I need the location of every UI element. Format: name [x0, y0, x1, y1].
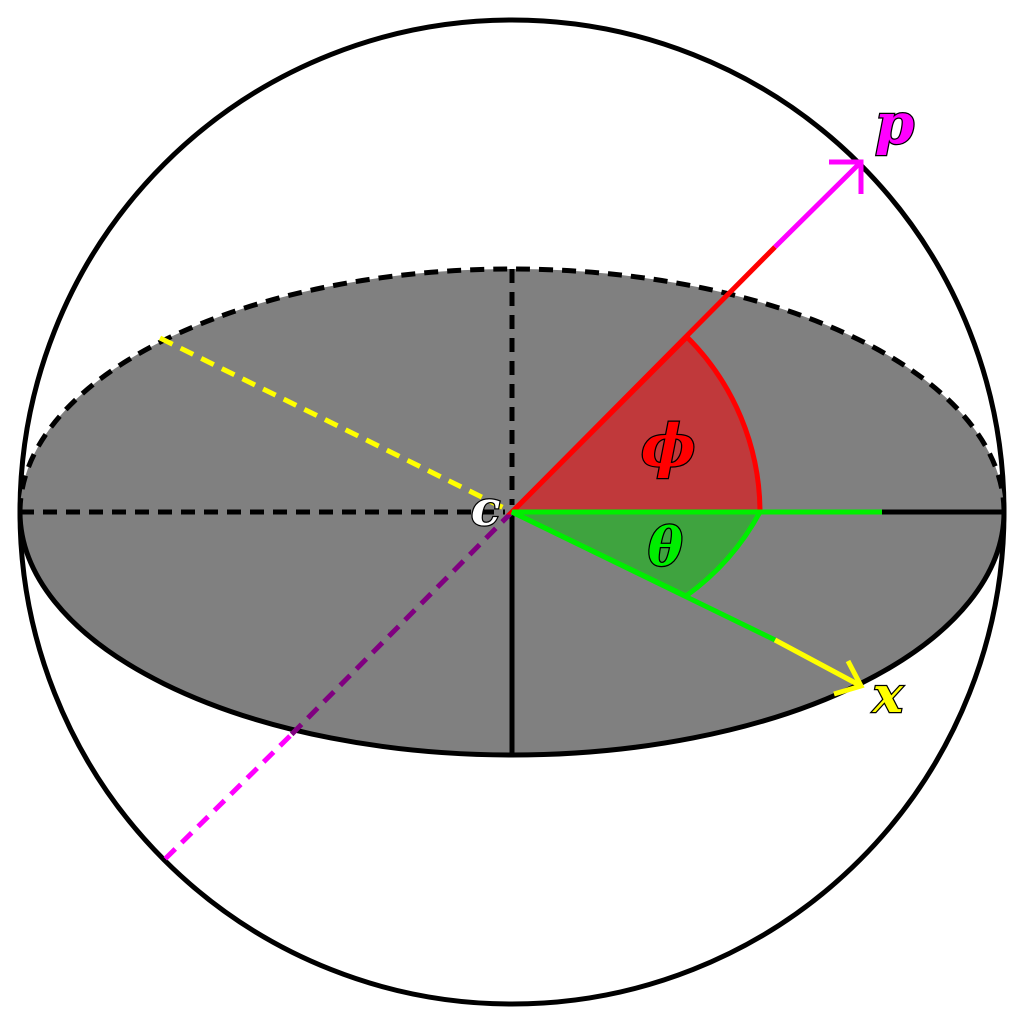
axis-x-label: x	[872, 665, 904, 724]
p-projection-segment	[510, 245, 777, 514]
arrowhead-icon	[833, 659, 865, 697]
p-back-diagonal-inside	[288, 510, 514, 738]
center-label: c	[471, 481, 500, 537]
theta-label: θ	[648, 517, 683, 578]
phi-sector	[505, 333, 763, 515]
p-back-diagonal-outside	[160, 734, 292, 864]
x-axis-back-extension	[158, 335, 514, 515]
x-axis-vector	[773, 637, 863, 689]
point-label: p	[875, 91, 914, 157]
phi-label: ϕ	[641, 412, 696, 480]
p-vector	[773, 160, 863, 249]
x-projection-segment	[510, 509, 777, 643]
arrowhead-icon	[829, 159, 864, 194]
